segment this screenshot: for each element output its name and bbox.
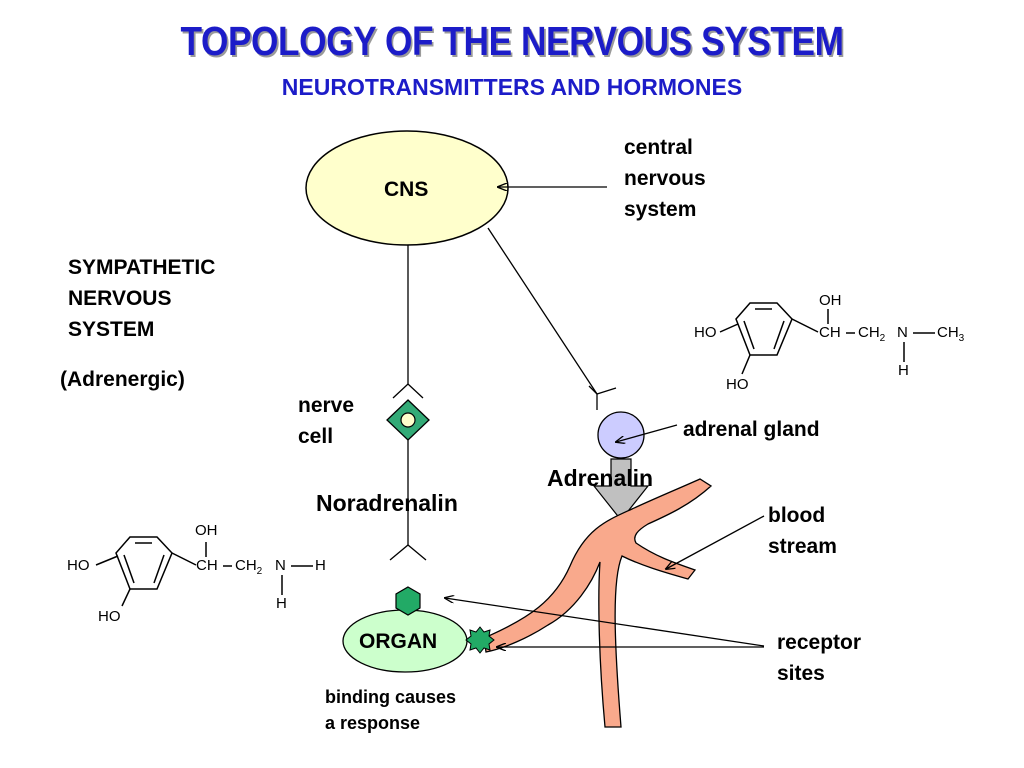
- adrenalin-ch2-text: CH: [858, 324, 880, 341]
- cns-desc-line-3: system: [624, 198, 697, 221]
- synapse-fork-top: [392, 383, 424, 399]
- page-subtitle: NEUROTRANSMITTERS AND HORMONES: [281, 74, 743, 100]
- receptor-sites-label: receptor sites: [777, 627, 861, 689]
- noradrenalin-ho-bottom: HO: [98, 608, 121, 625]
- adrenalin-ch: CH: [819, 324, 841, 341]
- nerve-cell-line-1: nerve: [298, 394, 355, 417]
- adrenalin-label: Adrenalin: [547, 465, 654, 491]
- adrenal-gland: [597, 411, 645, 459]
- adrenalin-h: H: [898, 362, 909, 379]
- adrenal-nerve-line: [487, 227, 598, 395]
- nerve-cell-label: nerve cell: [298, 390, 354, 452]
- receptor-site: [465, 626, 495, 654]
- receptor-sites-line-1: receptor: [777, 631, 862, 654]
- sympathetic-line-2: NERVOUS: [68, 287, 172, 310]
- receptor-sites-line-2: sites: [777, 662, 825, 685]
- adrenalin-n: N: [897, 324, 908, 341]
- noradrenalin-ho-top: HO: [67, 557, 90, 574]
- noradrenalin-oh: OH: [195, 522, 218, 539]
- noradrenalin-molecule: [395, 586, 421, 616]
- binding-line-1: binding causes: [325, 687, 457, 707]
- organ-label: ORGAN: [359, 630, 438, 653]
- adrenergic-label: (Adrenergic): [60, 368, 185, 391]
- noradrenalin-structure-bonds: [95, 536, 313, 607]
- adrenalin-ch3-text: CH: [937, 324, 959, 341]
- adrenalin-ho-top: HO: [694, 324, 717, 341]
- noradrenalin-label: Noradrenalin: [316, 490, 458, 516]
- adrenal-gland-label: adrenal gland: [683, 418, 820, 441]
- adrenalin-release-arrow: [592, 458, 650, 521]
- synapse-fork-bottom: [389, 544, 427, 561]
- adrenalin-ho-bottom: HO: [726, 376, 749, 393]
- blood-stream-arrow: [666, 515, 765, 569]
- adrenalin-structure-bonds: [719, 302, 935, 375]
- adrenalin-oh: OH: [819, 292, 842, 309]
- adrenalin-ch3: CH3: [937, 324, 964, 344]
- adrenal-gland-arrow: [616, 424, 678, 442]
- adrenalin-ch2-sub: 2: [879, 333, 886, 344]
- sympathetic-line-1: SYMPATHETIC: [68, 256, 216, 279]
- central-nervous-system-label: central nervous system: [624, 132, 706, 225]
- cns-desc-line-2: nervous: [624, 167, 706, 190]
- blood-stream-line-2: stream: [768, 535, 837, 558]
- noradrenalin-ch2-sub: 2: [256, 566, 263, 577]
- noradrenalin-ch2: CH2: [235, 557, 262, 577]
- page-title: TOPOLOGY OF THE NERVOUS SYSTEM: [180, 18, 844, 64]
- cns-label: CNS: [384, 178, 429, 201]
- blood-stream: [483, 478, 713, 728]
- receptor-arrow-1: [445, 598, 765, 647]
- nerve-cell-nucleus: [400, 412, 416, 428]
- nerve-cell-line-2: cell: [298, 425, 334, 448]
- noradrenalin-ch2-text: CH: [235, 557, 257, 574]
- adrenalin-ch2: CH2: [858, 324, 885, 344]
- noradrenalin-h-right: H: [315, 557, 326, 574]
- sympathetic-line-3: SYSTEM: [68, 318, 155, 341]
- blood-stream-line-1: blood: [768, 504, 826, 527]
- binding-response-label: binding causes a response: [325, 684, 456, 736]
- cns-ellipse: [305, 130, 509, 246]
- sympathetic-label: SYMPATHETIC NERVOUS SYSTEM: [68, 252, 215, 345]
- blood-stream-label: blood stream: [768, 500, 837, 562]
- binding-line-2: a response: [325, 713, 421, 733]
- noradrenalin-h-below: H: [276, 595, 287, 612]
- cns-desc-line-1: central: [624, 136, 693, 159]
- adrenal-fork: [588, 385, 617, 410]
- noradrenalin-n: N: [275, 557, 286, 574]
- adrenalin-ch3-sub: 3: [958, 333, 965, 344]
- noradrenalin-ch: CH: [196, 557, 218, 574]
